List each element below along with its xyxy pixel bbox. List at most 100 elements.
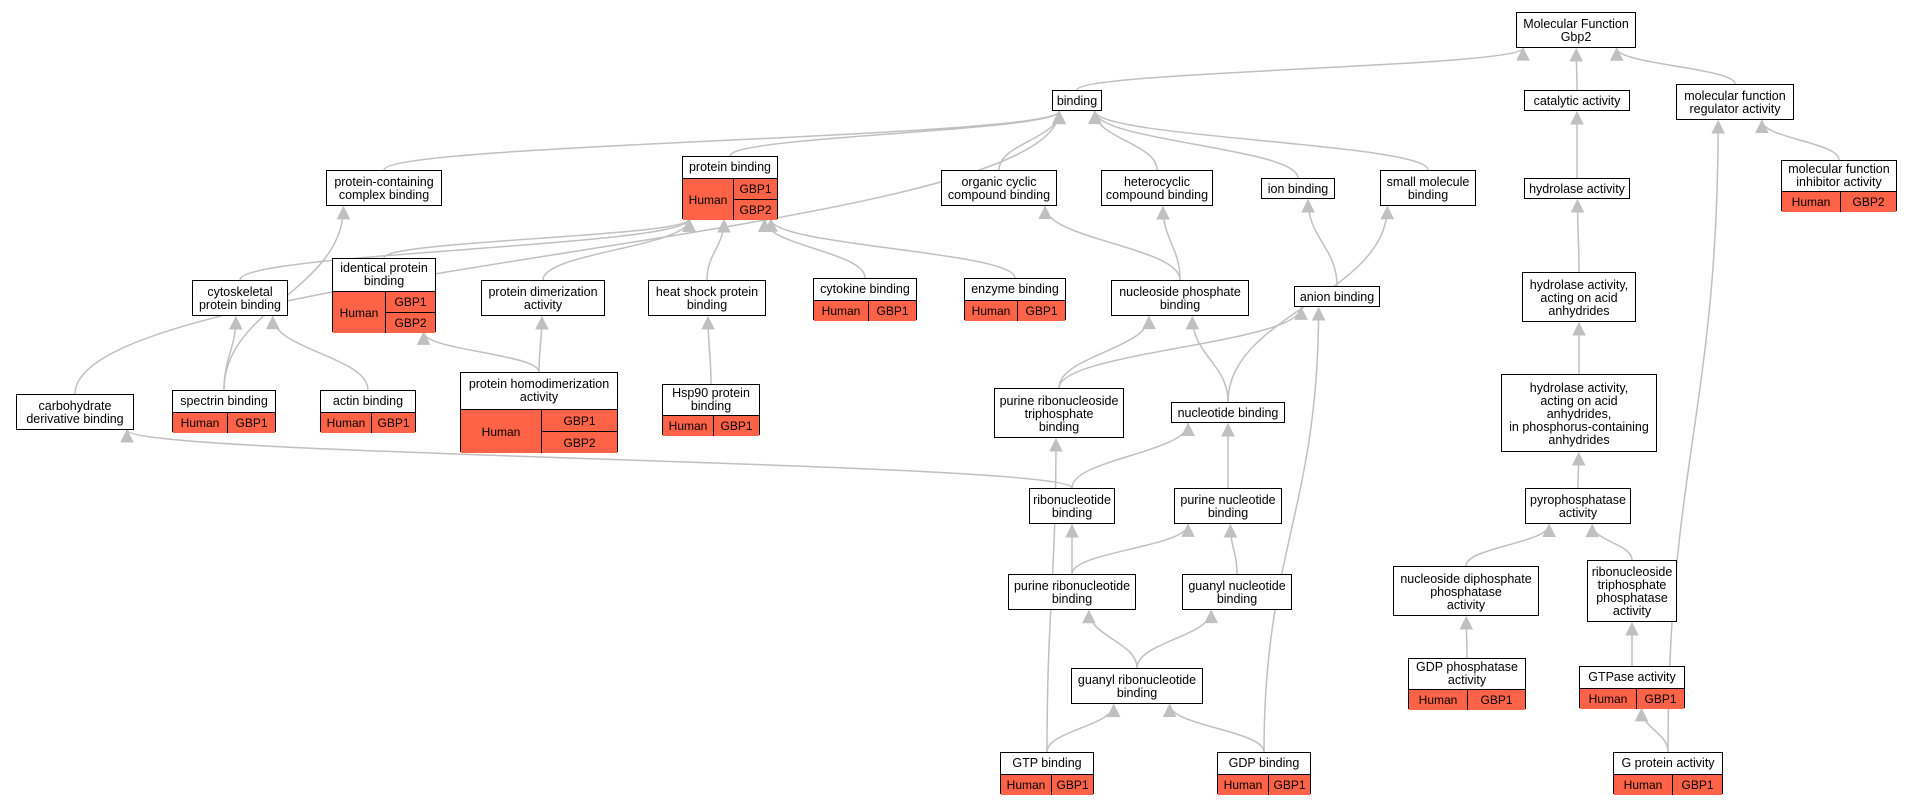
species-cell: Human [1580,689,1637,709]
edge-ipb-to-protein_binding [383,218,690,259]
go-term-node-prntb[interactable]: purine ribonucleoside triphosphate bindi… [994,388,1124,438]
edge-rtpa-to-ppa [1591,524,1633,561]
edge-arrowhead [229,315,243,330]
edge-arrowhead [1088,110,1102,124]
gene-cell: GBP1 [1273,778,1306,792]
species-cell: Human [1409,690,1468,710]
edge-arrowhead [1181,523,1195,537]
go-term-node-prnb[interactable]: purine ribonucleotide binding [1008,574,1136,610]
gene-cell: GBP1 [1025,304,1058,318]
edge-arrowhead [1181,422,1195,436]
node-label: GDP phosphatase activity [1409,659,1525,689]
species-cell: Human [814,301,869,321]
gene-cell: GBP1 [1056,778,1089,792]
species-cell: Human [173,413,228,433]
go-term-node-haa[interactable]: hydrolase activity, acting on acid anhyd… [1522,272,1636,322]
go-term-node-nucb[interactable]: nucleotide binding [1171,402,1285,423]
go-term-node-catalytic[interactable]: catalytic activity [1524,90,1630,111]
edge-arrowhead [1038,205,1052,219]
edge-arrowhead [336,205,351,220]
edge-arrowhead [1711,119,1725,134]
go-term-node-hccb[interactable]: heterocyclic compound binding [1101,170,1213,206]
species-cell: Human [1218,775,1269,795]
go-term-node-smb[interactable]: small molecule binding [1380,170,1476,206]
edge-protein_binding-to-binding [729,110,1060,157]
go-term-node-grnb[interactable]: guanyl ribonucleotide binding [1071,668,1203,704]
gene-cell: GBP1 [1480,693,1513,707]
edge-arrowhead [1156,205,1170,220]
edge-arrowhead [1755,119,1769,133]
edge-arrowhead [1185,315,1200,330]
go-term-node-ion-binding[interactable]: ion binding [1261,178,1335,199]
node-label: protein homodimerization activity [461,373,617,409]
node-label: purine ribonucleoside triphosphate bindi… [999,393,1119,434]
species-cell: Human [333,292,386,333]
go-term-node-carb[interactable]: carbohydrate derivative binding [16,394,134,430]
go-term-node-mf-root[interactable]: Molecular Function Gbp2 [1516,12,1636,48]
go-term-node-occb[interactable]: organic cyclic compound binding [941,170,1057,206]
gene-cell: GBP1 [394,295,427,309]
edge-arrowhead [535,315,549,330]
edge-phda-to-ipb [422,332,540,373]
go-term-node-anion[interactable]: anion binding [1294,286,1380,307]
species-cell: Human [965,301,1018,321]
edge-gtpb-to-grnb [1046,704,1115,753]
edge-arrowhead [1625,621,1639,636]
node-label: binding [1056,94,1098,108]
edge-ndpa-to-ppa [1465,524,1550,567]
go-term-node-hydrolase[interactable]: hydrolase activity [1524,178,1630,199]
edge-arrowhead [1223,523,1238,538]
go-term-node-hspb[interactable]: heat shock protein binding [648,280,766,316]
node-label: hydrolase activity, acting on acid anhyd… [1529,277,1629,318]
gene-cell: GBP1 [739,182,772,196]
go-term-node-cyto[interactable]: cytoskeletal protein binding [192,280,288,316]
go-term-node-pcb[interactable]: protein-containing complex binding [326,170,442,206]
go-term-node-binding[interactable]: binding [1052,90,1102,111]
edge-grnb-to-prnb [1088,610,1138,669]
node-label: purine ribonucleotide binding [1013,579,1131,606]
node-label: carbohydrate derivative binding [26,399,124,426]
node-label: protein-containing complex binding [334,175,434,202]
go-term-node-rtpa[interactable]: ribonucleoside triphosphate phosphatase … [1587,560,1677,622]
go-term-node-pnb[interactable]: purine nucleotide binding [1174,488,1282,524]
node-label: small molecule binding [1386,175,1470,202]
go-term-node-mfra[interactable]: molecular function regulator activity [1676,84,1794,120]
go-term-node-npb[interactable]: nucleoside phosphate binding [1111,280,1249,316]
go-term-node-pda[interactable]: protein dimerization activity [481,280,605,316]
gene-cell: GBP1 [563,413,596,428]
go-term-node-gnb[interactable]: guanyl nucleotide binding [1182,574,1292,610]
node-label: pyrophosphatase activity [1530,493,1626,520]
edge-arrowhead [1542,523,1556,537]
go-term-node-haap[interactable]: hydrolase activity, acting on acid anhyd… [1501,374,1657,452]
edge-nucb-to-npb [1191,316,1229,403]
edge-arrowhead [265,315,280,330]
node-label: ion binding [1267,182,1329,196]
go-term-node-ndpa[interactable]: nucleoside diphosphate phosphatase activ… [1393,566,1539,616]
node-label: enzyme binding [965,279,1065,300]
go-term-node-ribonb[interactable]: ribonucleotide binding [1029,488,1115,524]
edge-pcb-to-binding [383,110,1060,171]
go-term-node-ppa[interactable]: pyrophosphatase activity [1525,488,1631,524]
edge-gdpb-to-anion [1263,307,1320,753]
